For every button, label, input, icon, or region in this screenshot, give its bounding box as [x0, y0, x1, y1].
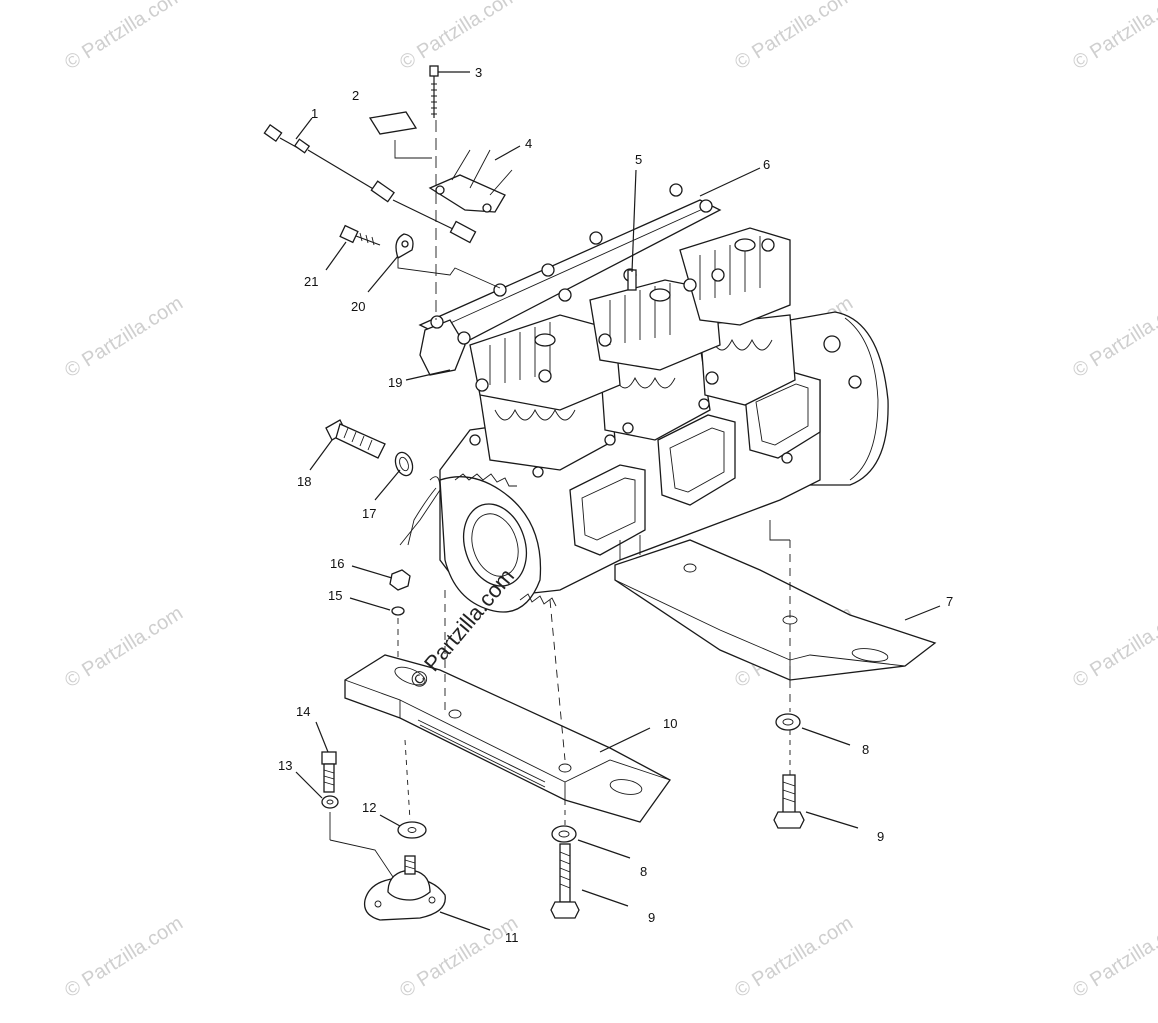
callout-5: 5: [635, 152, 642, 167]
watermark-text: © Partzilla.com: [731, 912, 857, 1002]
callout-16: 16: [330, 556, 344, 571]
watermark-text: © Partzilla.com: [1069, 912, 1158, 1002]
callout-2: 2: [352, 88, 359, 103]
watermark-text: © Partzilla.com: [731, 0, 857, 74]
head-bolts: [430, 183, 793, 478]
callout-4: 4: [525, 136, 532, 151]
watermark-text: © Partzilla.com: [61, 0, 187, 74]
front-engine-plate: [344, 654, 671, 823]
callout-8b: 8: [640, 864, 647, 879]
callout-12: 12: [362, 800, 376, 815]
callout-19: 19: [388, 375, 402, 390]
watermark-text: © Partzilla.com: [396, 912, 522, 1002]
mount-stud-hardware: [389, 540, 791, 826]
callout-10: 10: [663, 716, 677, 731]
watermark-text: © Partzilla.com: [61, 912, 187, 1002]
callout-labels: 1 2 3 4 5 6 7 8 8 9 9 10 11 12 13 14 15 …: [278, 65, 953, 945]
callout-21: 21: [304, 274, 318, 289]
callout-7: 7: [946, 594, 953, 609]
callout-11: 11: [505, 930, 519, 945]
callout-6: 6: [763, 157, 770, 172]
callout-20: 20: [351, 299, 365, 314]
watermark-text: © Partzilla.com: [1069, 0, 1158, 74]
mount-hardware-lower: [321, 713, 805, 921]
rear-engine-plate: [614, 539, 937, 681]
callout-3: 3: [475, 65, 482, 80]
callout-9b: 9: [648, 910, 655, 925]
watermark-text: © Partzilla.com: [61, 292, 187, 382]
leader-lines: [295, 71, 941, 931]
callout-13: 13: [278, 758, 292, 773]
temp-sensor-wiring: [263, 65, 513, 320]
engine-block: [418, 183, 889, 613]
watermark-text: © Partzilla.com: [61, 602, 187, 692]
callout-18: 18: [297, 474, 311, 489]
callout-8a: 8: [862, 742, 869, 757]
left-hardware: [325, 419, 441, 546]
callout-14: 14: [296, 704, 310, 719]
callout-15: 15: [328, 588, 342, 603]
watermark-text: © Partzilla.com: [1069, 602, 1158, 692]
watermark-text: © Partzilla.com: [396, 0, 522, 74]
watermark-text: © Partzilla.com: [1069, 292, 1158, 382]
callout-9a: 9: [877, 829, 884, 844]
callout-1: 1: [311, 106, 318, 121]
callout-17: 17: [362, 506, 376, 521]
